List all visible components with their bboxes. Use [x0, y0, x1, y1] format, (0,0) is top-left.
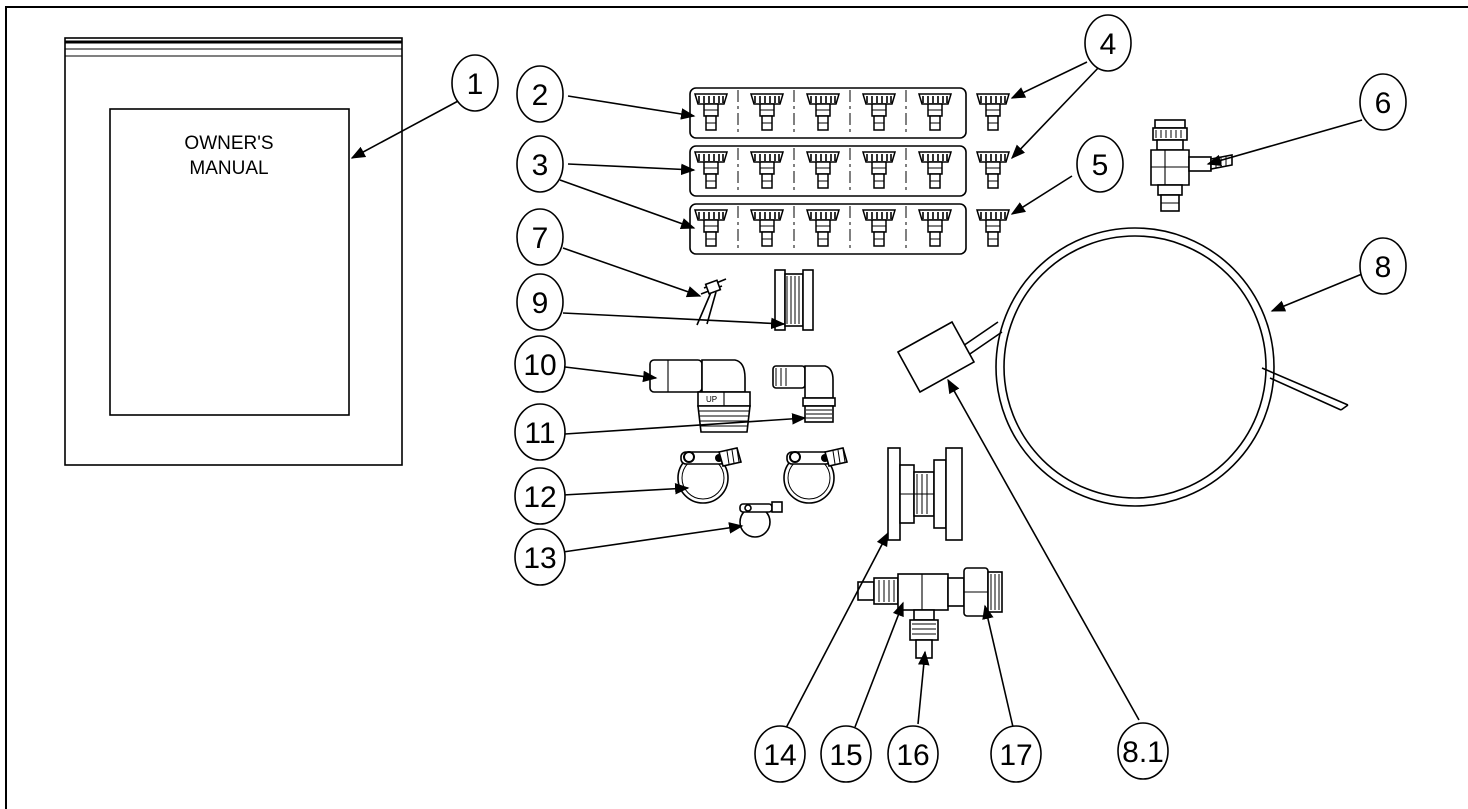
callout-17: 17	[990, 725, 1042, 783]
nozzle-icons	[694, 93, 1010, 247]
manual-title-line2: MANUAL	[189, 158, 268, 179]
svg-text:15: 15	[829, 739, 862, 772]
callout-13: 13	[514, 528, 566, 586]
svg-text:4: 4	[1100, 28, 1117, 61]
svg-text:13: 13	[523, 542, 556, 575]
bulkhead-fitting-large-icon	[887, 447, 963, 541]
callout-1: 1	[451, 54, 499, 112]
svg-text:UP: UP	[706, 395, 717, 404]
manual-title-line1: OWNER'S	[184, 133, 273, 154]
bulkhead-fitting-small-icon	[774, 269, 814, 331]
callout-2: 2	[516, 65, 564, 123]
svg-text:2: 2	[532, 79, 549, 112]
callout-7: 7	[516, 208, 564, 266]
callout-11: 11	[514, 403, 566, 461]
strainer-icon	[896, 320, 976, 394]
svg-text:16: 16	[896, 739, 929, 772]
svg-text:9: 9	[532, 287, 549, 320]
coiled-suction-hose-icon	[959, 227, 1349, 507]
small-valve-icon	[696, 278, 727, 326]
svg-text:17: 17	[999, 739, 1032, 772]
callout-12: 12	[514, 467, 566, 525]
drawing-border	[5, 6, 1468, 809]
svg-text:7: 7	[532, 222, 549, 255]
hose-clamp-icons	[677, 447, 848, 504]
callout-8: 8	[1359, 237, 1407, 295]
svg-text:5: 5	[1092, 149, 1109, 182]
svg-text:1: 1	[467, 68, 484, 101]
quick-coupler-barb-icon	[1150, 119, 1233, 212]
callout-15: 15	[820, 725, 872, 783]
svg-text:8: 8	[1375, 251, 1392, 284]
callout-16: 16	[887, 725, 939, 783]
small-clamp-icon	[739, 501, 783, 538]
callout-10: 10	[514, 335, 566, 393]
callout-14: 14	[754, 725, 806, 783]
svg-text:10: 10	[523, 349, 556, 382]
svg-text:6: 6	[1375, 87, 1392, 120]
hose-elbow-small-icon	[772, 365, 836, 423]
hose-elbow-large-icon: UP	[649, 359, 751, 433]
svg-text:14: 14	[763, 739, 796, 772]
svg-text:12: 12	[523, 481, 556, 514]
leader-lines	[350, 61, 1363, 729]
svg-text:3: 3	[532, 149, 549, 182]
svg-text:11: 11	[524, 417, 555, 450]
svg-text:8.1: 8.1	[1122, 736, 1164, 769]
callout-5: 5	[1076, 135, 1124, 193]
tee-coupler-assembly-icon	[857, 567, 1003, 659]
callout-4: 4	[1084, 14, 1132, 72]
callout-3: 3	[516, 135, 564, 193]
callout-8-1: 8.1	[1117, 722, 1169, 780]
callout-9: 9	[516, 273, 564, 331]
owners-manual-bag	[64, 37, 403, 466]
callout-6: 6	[1359, 73, 1407, 131]
